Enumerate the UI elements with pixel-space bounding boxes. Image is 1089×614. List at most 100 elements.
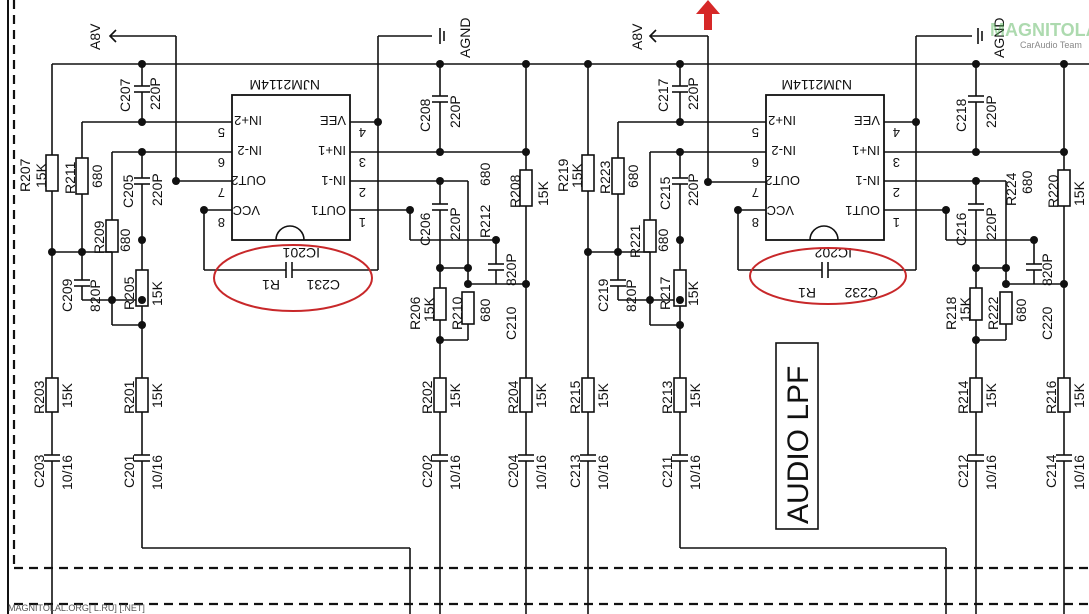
svg-text:R224: R224 bbox=[1003, 172, 1019, 206]
a8v-label-right: A8V bbox=[629, 23, 645, 50]
junction-dot bbox=[912, 118, 920, 126]
svg-text:680: 680 bbox=[1019, 170, 1035, 194]
svg-text:R201: R201 bbox=[121, 380, 137, 414]
svg-text:220P: 220P bbox=[147, 77, 163, 110]
svg-text:R212: R212 bbox=[477, 204, 493, 238]
svg-text:7: 7 bbox=[218, 185, 225, 200]
junction-dot bbox=[522, 280, 530, 288]
svg-text:IN+1: IN+1 bbox=[318, 143, 346, 158]
junction-dot bbox=[374, 118, 382, 126]
junction-dot bbox=[972, 60, 980, 68]
svg-text:C211: C211 bbox=[659, 455, 675, 488]
svg-text:R205: R205 bbox=[121, 276, 137, 310]
svg-text:OUT1: OUT1 bbox=[845, 203, 880, 218]
svg-text:R214: R214 bbox=[955, 380, 971, 414]
junction-dot bbox=[492, 236, 500, 244]
svg-text:C213: C213 bbox=[567, 454, 583, 488]
junction-dot bbox=[676, 321, 684, 329]
svg-text:4: 4 bbox=[893, 125, 900, 140]
footer-text: MAGNITOLAL.ORG[ L.RU] [.NET] bbox=[8, 603, 145, 613]
svg-text:R1: R1 bbox=[262, 277, 280, 293]
svg-text:IN+2: IN+2 bbox=[234, 113, 262, 128]
junction-dot bbox=[614, 248, 622, 256]
junction-dot bbox=[676, 296, 684, 304]
svg-text:15K: 15K bbox=[533, 382, 549, 408]
svg-text:680: 680 bbox=[625, 164, 641, 188]
svg-text:R207: R207 bbox=[17, 158, 33, 192]
svg-text:15K: 15K bbox=[149, 280, 165, 306]
svg-text:R204: R204 bbox=[505, 380, 521, 414]
svg-text:C202: C202 bbox=[419, 454, 435, 488]
svg-text:C217: C217 bbox=[655, 78, 671, 112]
svg-text:R213: R213 bbox=[659, 380, 675, 414]
junction-dot bbox=[200, 206, 208, 214]
section-label: AUDIO LPF bbox=[782, 366, 815, 524]
c232-highlight bbox=[749, 247, 907, 305]
svg-text:C209: C209 bbox=[59, 278, 75, 312]
svg-text:15K: 15K bbox=[1071, 382, 1087, 408]
svg-text:1: 1 bbox=[359, 215, 366, 230]
junction-dot bbox=[1030, 236, 1038, 244]
svg-text:15K: 15K bbox=[685, 280, 701, 306]
svg-text:OUT2: OUT2 bbox=[231, 173, 266, 188]
svg-text:15K: 15K bbox=[569, 162, 585, 188]
junction-dot bbox=[138, 118, 146, 126]
arrow-up-icon bbox=[696, 0, 720, 30]
junction-dot bbox=[172, 177, 180, 185]
svg-text:R221: R221 bbox=[627, 224, 643, 258]
svg-text:220P: 220P bbox=[447, 95, 463, 128]
ic202-part: NJM2114M bbox=[781, 77, 852, 93]
svg-text:R206: R206 bbox=[407, 296, 423, 330]
svg-text:680: 680 bbox=[477, 162, 493, 186]
svg-text:220P: 220P bbox=[685, 173, 701, 206]
svg-text:C214: C214 bbox=[1043, 454, 1059, 488]
svg-text:OUT2: OUT2 bbox=[765, 173, 800, 188]
svg-text:R218: R218 bbox=[943, 296, 959, 330]
junction-dot bbox=[734, 206, 742, 214]
junction-dot bbox=[1002, 264, 1010, 272]
junction-dot bbox=[138, 60, 146, 68]
svg-text:IN-2: IN-2 bbox=[771, 143, 796, 158]
svg-text:680: 680 bbox=[89, 164, 105, 188]
junction-dot bbox=[522, 148, 530, 156]
svg-text:C203: C203 bbox=[31, 454, 47, 488]
junction-dot bbox=[1060, 60, 1068, 68]
left-channel: A8V AGND NJM2114M IC201 IN+2 IN-2 OUT2 V… bbox=[17, 18, 551, 614]
svg-text:6: 6 bbox=[752, 155, 759, 170]
svg-text:10/16: 10/16 bbox=[149, 455, 165, 490]
svg-text:C232: C232 bbox=[844, 285, 878, 301]
junction-dot bbox=[108, 296, 116, 304]
svg-text:10/16: 10/16 bbox=[687, 455, 703, 490]
junction-dot bbox=[646, 296, 654, 304]
svg-text:C216: C216 bbox=[953, 212, 969, 246]
svg-text:220P: 220P bbox=[447, 207, 463, 240]
junction-dot bbox=[436, 336, 444, 344]
svg-text:680: 680 bbox=[477, 298, 493, 322]
watermark-logo: MAGNITOLA bbox=[990, 20, 1089, 40]
svg-text:R222: R222 bbox=[985, 296, 1001, 330]
svg-text:R203: R203 bbox=[31, 380, 47, 414]
svg-text:220P: 220P bbox=[983, 207, 999, 240]
svg-text:IN+2: IN+2 bbox=[768, 113, 796, 128]
svg-text:5: 5 bbox=[752, 125, 759, 140]
svg-text:3: 3 bbox=[893, 155, 900, 170]
svg-text:C204: C204 bbox=[505, 454, 521, 488]
svg-text:R220: R220 bbox=[1045, 174, 1061, 208]
svg-text:10/16: 10/16 bbox=[983, 455, 999, 490]
svg-text:8: 8 bbox=[752, 215, 759, 230]
svg-text:6: 6 bbox=[218, 155, 225, 170]
junction-dot bbox=[1060, 148, 1068, 156]
ic201-body bbox=[231, 94, 351, 241]
junction-dot bbox=[972, 264, 980, 272]
svg-text:IN-1: IN-1 bbox=[855, 173, 880, 188]
svg-text:680: 680 bbox=[655, 228, 671, 252]
svg-text:10/16: 10/16 bbox=[447, 455, 463, 490]
junction-dot bbox=[138, 236, 146, 244]
svg-text:220P: 220P bbox=[149, 173, 165, 206]
svg-text:C218: C218 bbox=[953, 98, 969, 132]
svg-text:4: 4 bbox=[359, 125, 366, 140]
junction-dot bbox=[676, 60, 684, 68]
svg-text:3: 3 bbox=[359, 155, 366, 170]
